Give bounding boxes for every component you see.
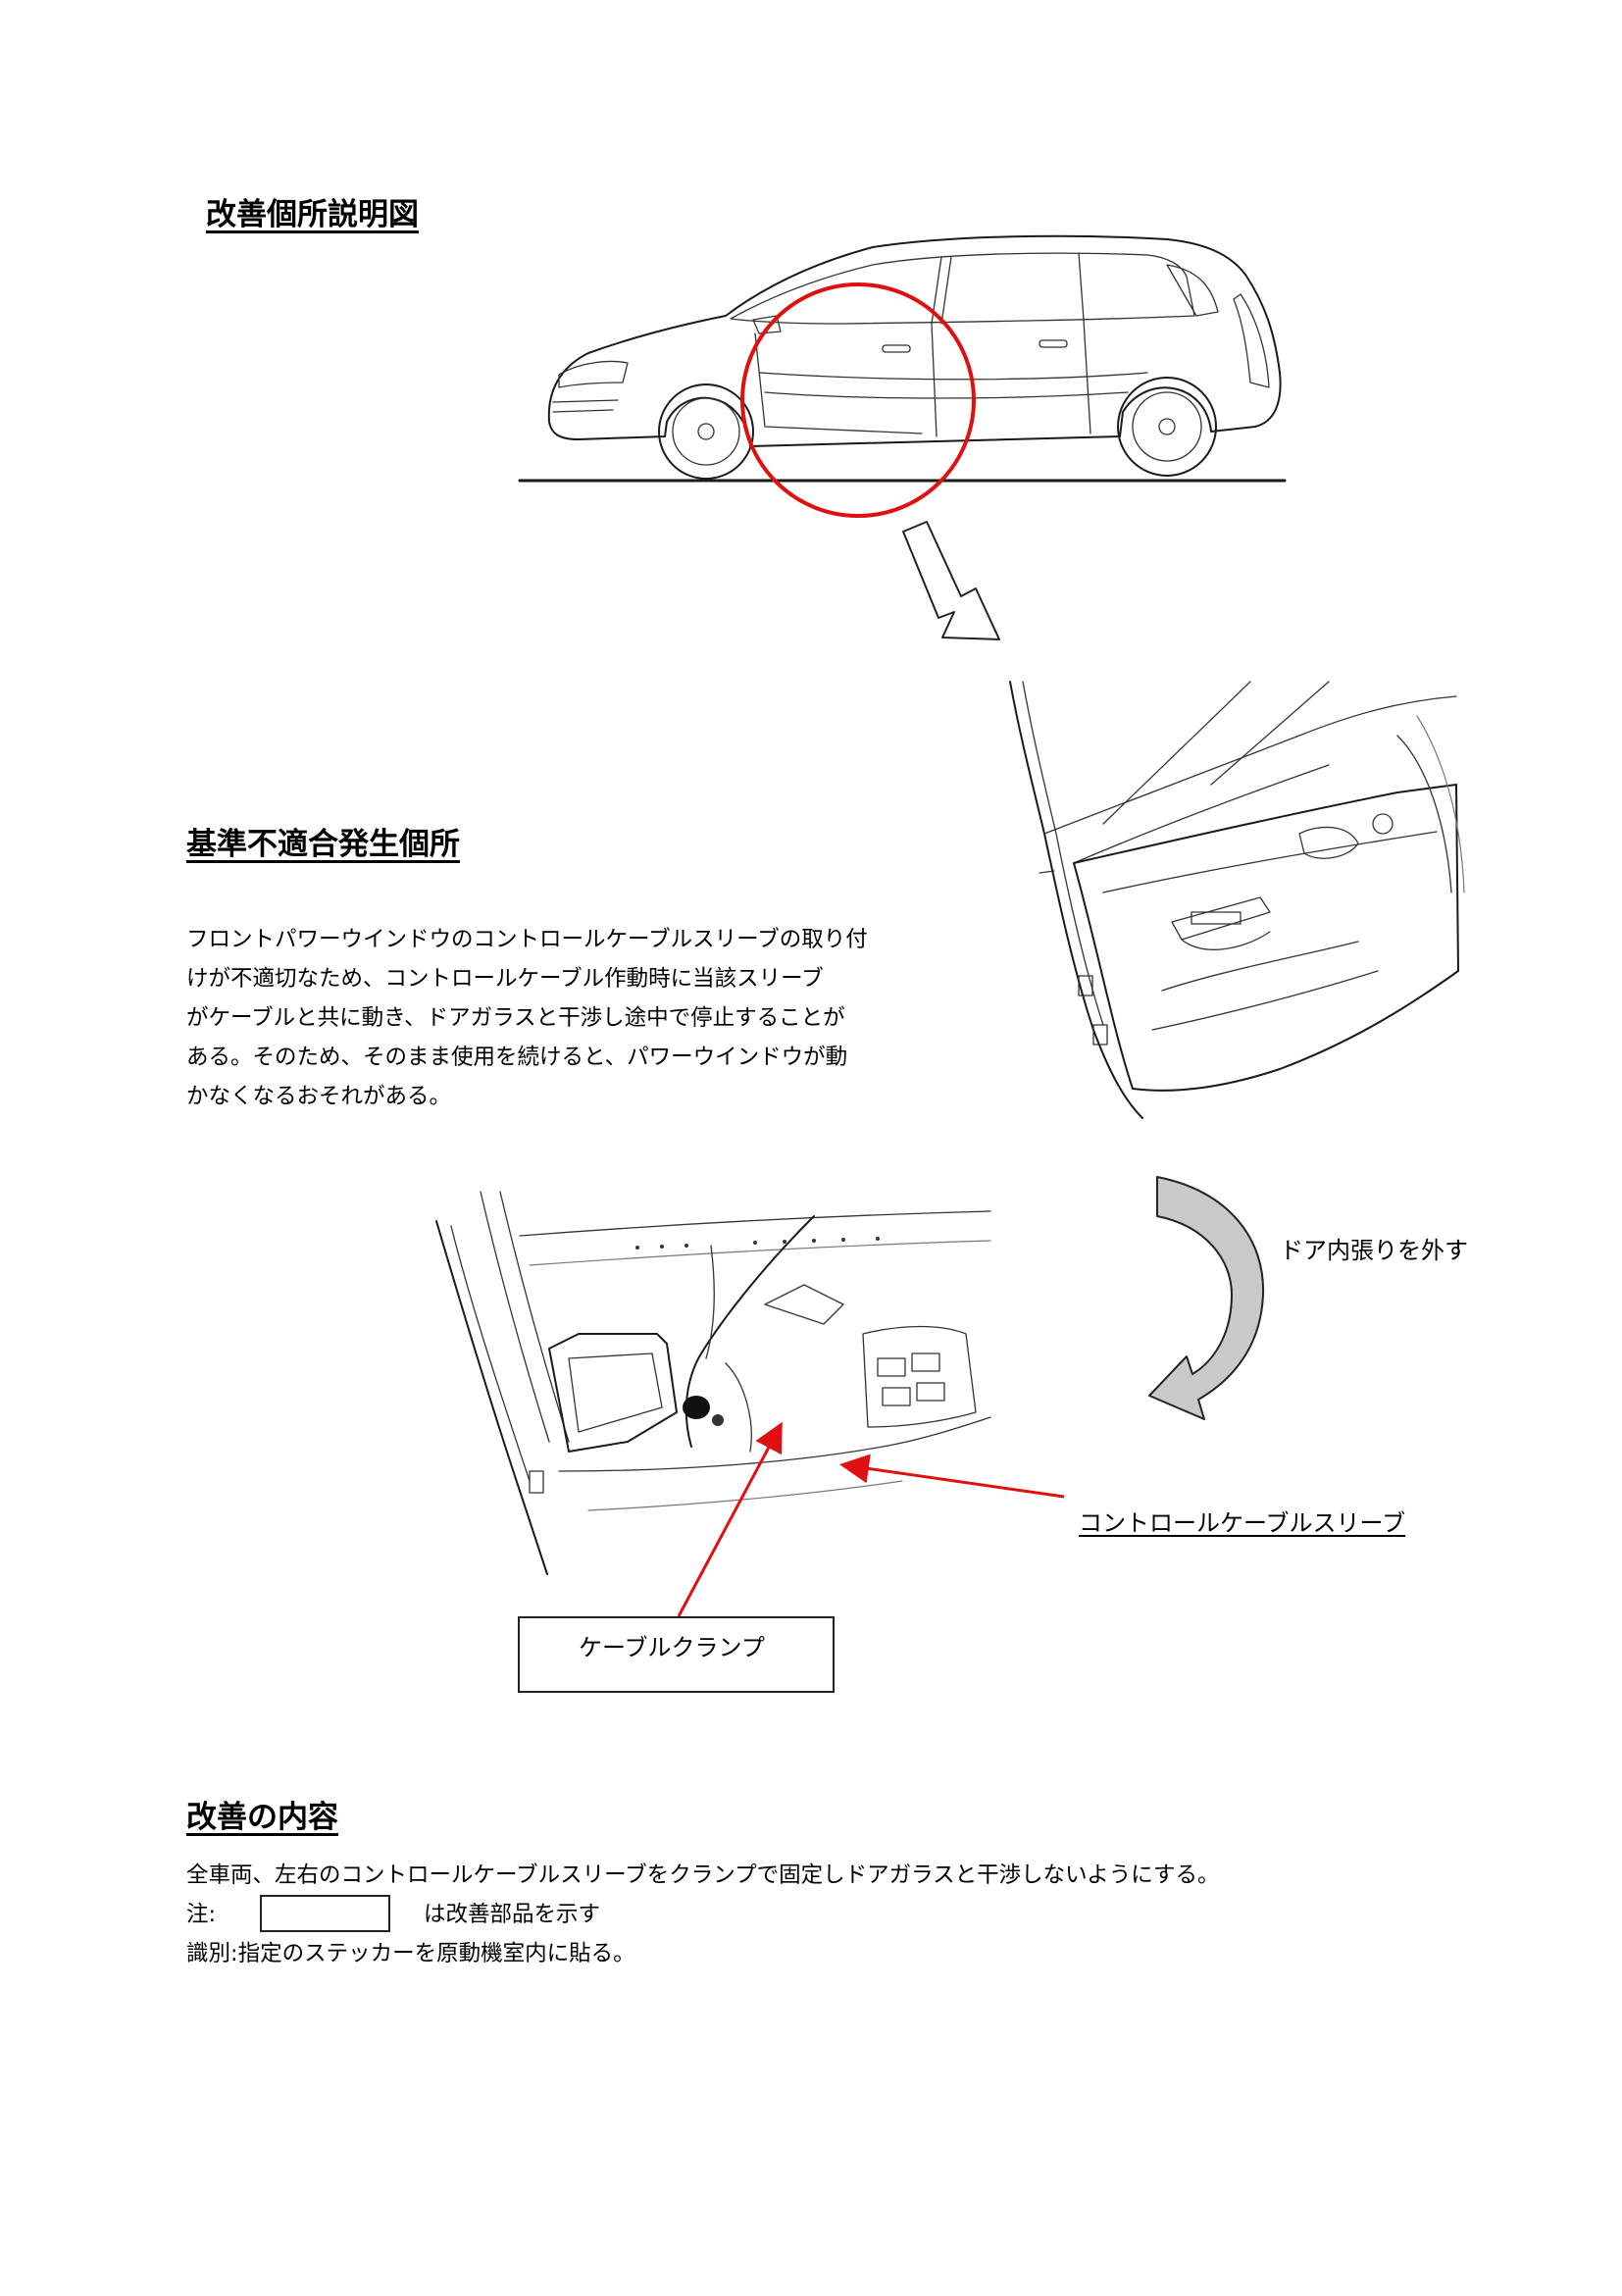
defect-description-line: がケーブルと共に動き、ドアガラスと干渉し途中で停止することが bbox=[186, 1005, 845, 1031]
identification-text: 識別:指定のステッカーを原動機室内に貼る。 bbox=[186, 1941, 635, 1966]
door-interior-illustration bbox=[435, 1191, 991, 1575]
note-legend-box bbox=[260, 1895, 390, 1932]
defect-description-line: けが不適切なため、コントロールケーブル作動時に当該スリーブ bbox=[186, 966, 824, 992]
clamp-label: ケーブルクランプ bbox=[579, 1634, 765, 1661]
curved-arrow-icon bbox=[1148, 1176, 1265, 1420]
note-text: は改善部品を示す bbox=[424, 1902, 601, 1927]
clamp-callout-box: ケーブルクランプ bbox=[518, 1616, 835, 1693]
note-label: 注: bbox=[186, 1902, 217, 1927]
remove-trim-label: ドア内張りを外す bbox=[1280, 1237, 1468, 1264]
sleeve-label: コントロールケーブルスリーブ bbox=[1079, 1509, 1406, 1537]
down-arrow-icon bbox=[902, 521, 1000, 640]
highlight-circle bbox=[740, 282, 976, 518]
clamp-leader-arrow bbox=[677, 1421, 783, 1617]
defect-description-line: ある。そのため、そのまま使用を続けると、パワーウインドウが動 bbox=[186, 1045, 848, 1070]
improvement-line: 全車両、左右のコントロールケーブルスリーブをクランプで固定しドアガラスと干渉しな… bbox=[186, 1862, 1220, 1888]
car-illustration bbox=[518, 234, 1287, 518]
defect-section-heading: 基準不適合発生個所 bbox=[186, 827, 460, 862]
improvement-section-heading: 改善の内容 bbox=[186, 1800, 338, 1835]
defect-description-line: フロントパワーウインドウのコントロールケーブルスリーブの取り付 bbox=[186, 927, 868, 952]
diagram-title: 改善個所説明図 bbox=[206, 197, 419, 232]
defect-description-line: かなくなるおそれがある。 bbox=[186, 1084, 452, 1109]
defect-description: フロントパワーウインドウのコントロールケーブルスリーブの取り付 けが不適切なため… bbox=[186, 920, 868, 1116]
sleeve-leader-arrow bbox=[839, 1454, 1065, 1499]
open-door-illustration bbox=[1009, 681, 1465, 1119]
